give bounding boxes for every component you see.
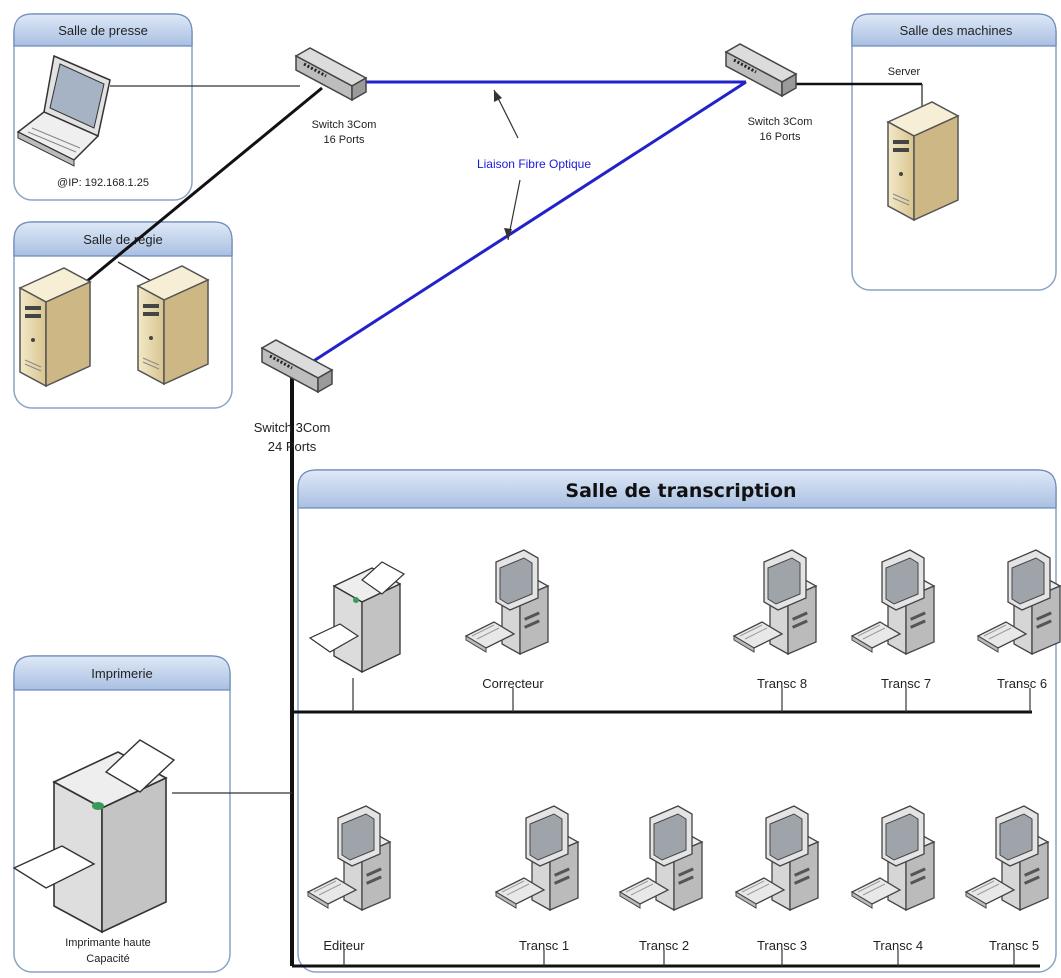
workstation-label-transc-1: Transc 1 <box>519 938 569 953</box>
ip-label: @IP: 192.168.1.25 <box>57 177 149 189</box>
switch1-line1: Switch 3Com <box>312 119 377 131</box>
workstation-label-transc-6: Transc 6 <box>997 676 1047 691</box>
room-title-machines: Salle des machines <box>900 23 1013 38</box>
workstation-label-transc-2: Transc 2 <box>639 938 689 953</box>
printer-icon-large <box>12 739 176 934</box>
server-icon-regie-1 <box>19 267 91 387</box>
printer-large-line2: Capacité <box>86 953 129 965</box>
room-title-presse: Salle de presse <box>58 23 148 38</box>
switch1-line2: 16 Ports <box>324 134 365 146</box>
server-label: Server <box>888 66 921 78</box>
room-title-imprimerie: Imprimerie <box>91 666 152 681</box>
cables <box>85 82 1040 968</box>
workstation-label-transc-7: Transc 7 <box>881 676 931 691</box>
fibre-links: Liaison Fibre Optique <box>311 80 747 364</box>
fibre-label: Liaison Fibre Optique <box>477 157 591 171</box>
room-title-transcription: Salle de transcription <box>565 480 796 502</box>
workstation-label-transc-5: Transc 5 <box>989 938 1039 953</box>
switch2-line1: Switch 3Com <box>748 116 813 128</box>
workstation-label-transc-8: Transc 8 <box>757 676 807 691</box>
switch3-line1: Switch 3Com <box>254 420 331 435</box>
switch-icon-3 <box>260 338 334 394</box>
switch2-line2: 16 Ports <box>760 131 801 143</box>
laptop-icon <box>16 54 111 167</box>
workstation-label-correcteur: Correcteur <box>482 676 544 691</box>
server-icon-machines <box>887 101 959 221</box>
panel-salle-transcription: Salle de transcription <box>297 469 1057 973</box>
printer-icon-small <box>308 561 406 674</box>
workstation-label-transc-3: Transc 3 <box>757 938 807 953</box>
workstation-label-editeur: Editeur <box>323 938 365 953</box>
room-title-regie: Salle de régie <box>83 232 163 247</box>
printer-large-line1: Imprimante haute <box>65 937 151 949</box>
server-icon-regie-2 <box>137 265 209 385</box>
switch3-line2: 24 Ports <box>268 439 317 454</box>
workstation-label-transc-4: Transc 4 <box>873 938 923 953</box>
switch-icon-1 <box>294 46 368 102</box>
